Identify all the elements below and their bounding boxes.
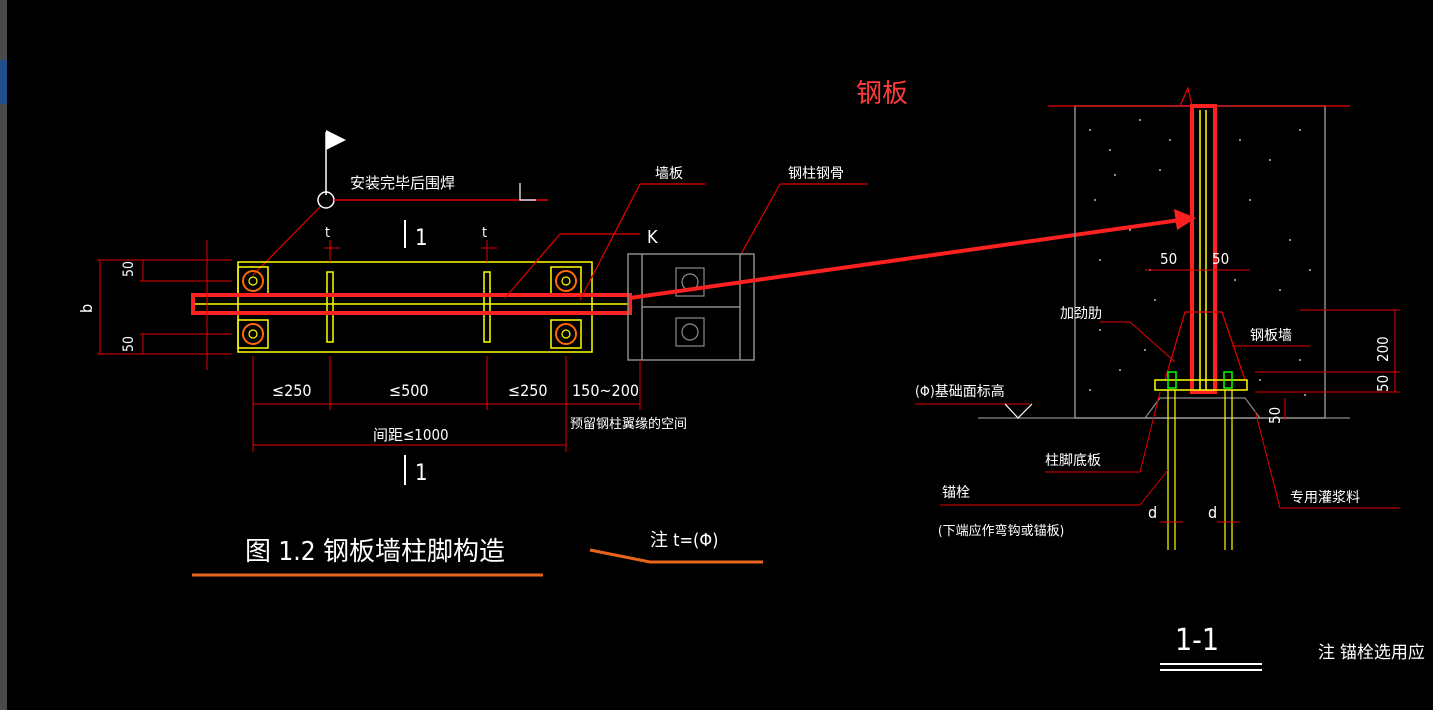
note-t: 注 t=(Φ) — [650, 530, 718, 551]
label-steel-plate-wall: 钢板墙 — [1250, 328, 1292, 344]
section-view: 50 50 加劲肋 钢板墙 (Φ)基础面标高 d d 柱脚底板 — [915, 86, 1425, 671]
bolt-bottom-left — [237, 319, 269, 349]
stiffener-slot-left — [326, 271, 334, 343]
label-anchor: 锚栓 — [942, 485, 970, 501]
label-anchor-note: (下端应作弯钩或锚板) — [938, 523, 1064, 539]
note-t-underline — [589, 548, 763, 564]
bolt-top-right — [550, 266, 582, 296]
bolt-marker-t-right: t — [482, 225, 487, 241]
d-left: d — [1148, 503, 1157, 522]
dim-50-a: 50 — [1374, 375, 1392, 392]
d-right: d — [1208, 503, 1217, 522]
steel-plate-annotation: 钢板 — [856, 79, 908, 109]
elevation-marker-icon — [1004, 403, 1033, 419]
dim-250-right: ≤250 — [508, 381, 548, 400]
fillet-weld-icon — [519, 183, 536, 201]
label-base-elevation: (Φ)基础面标高 — [915, 383, 1005, 400]
bolt-bottom-right — [550, 319, 582, 349]
base-plate-section — [1154, 379, 1248, 391]
highlight-arrow-head-icon — [1174, 209, 1196, 230]
k-label: K — [647, 227, 658, 248]
bolt-top-left — [237, 266, 269, 296]
label-grout: 专用灌浆料 — [1290, 490, 1360, 506]
base-plate-outline — [237, 261, 593, 353]
highlight-arrow-line — [629, 218, 1181, 300]
dim-200: 200 — [1374, 336, 1392, 362]
dim-top-50: 50 — [121, 261, 137, 277]
flag-icon — [326, 130, 346, 150]
dim-b-label: b — [77, 304, 96, 313]
label-base-plate: 柱脚底板 — [1045, 453, 1101, 469]
label-stiffener: 加劲肋 — [1060, 306, 1102, 322]
callout-column-leader — [739, 183, 781, 257]
callout-column-text: 钢柱钢骨 — [788, 166, 844, 182]
dim-500: ≤500 — [389, 381, 429, 400]
dim-250-left: ≤250 — [272, 381, 312, 400]
weld-leader-line — [252, 206, 321, 276]
callout-wall-leader — [579, 183, 641, 301]
window-frame-accent — [0, 60, 7, 104]
section-mark-top-label: 1 — [415, 226, 428, 251]
steel-column-section — [627, 253, 755, 361]
note-anchor: 注 锚栓选用应 — [1318, 643, 1425, 663]
dim-50-b: 50 — [1266, 407, 1284, 424]
steel-plate-highlight-box — [191, 293, 632, 315]
stiffener-slot-right — [483, 271, 491, 343]
dim-150-200: 150~200 — [572, 381, 639, 400]
callout-wall-text: 墙板 — [655, 166, 683, 182]
section-dim-50-left: 50 — [1160, 250, 1177, 268]
callout-install-text: 安装完毕后围焊 — [350, 174, 455, 192]
figure-title: 图 1.2 钢板墙柱脚构造 — [245, 537, 505, 567]
section-dim-50-right: 50 — [1212, 250, 1229, 268]
dim-spacing: 间距≤1000 — [373, 426, 449, 444]
note-clearance: 预留钢柱翼缘的空间 — [570, 416, 687, 432]
window-frame-left — [0, 0, 7, 710]
plan-view: 安装完毕后围焊 — [77, 130, 868, 577]
grout-bed — [1143, 397, 1262, 419]
dim-bottom-50: 50 — [121, 336, 137, 352]
section-title: 1-1 — [1175, 623, 1219, 658]
section-plate-highlight-box — [1190, 104, 1217, 394]
bolt-marker-t-left: t — [325, 225, 330, 241]
section-mark-bottom-label: 1 — [415, 461, 428, 486]
